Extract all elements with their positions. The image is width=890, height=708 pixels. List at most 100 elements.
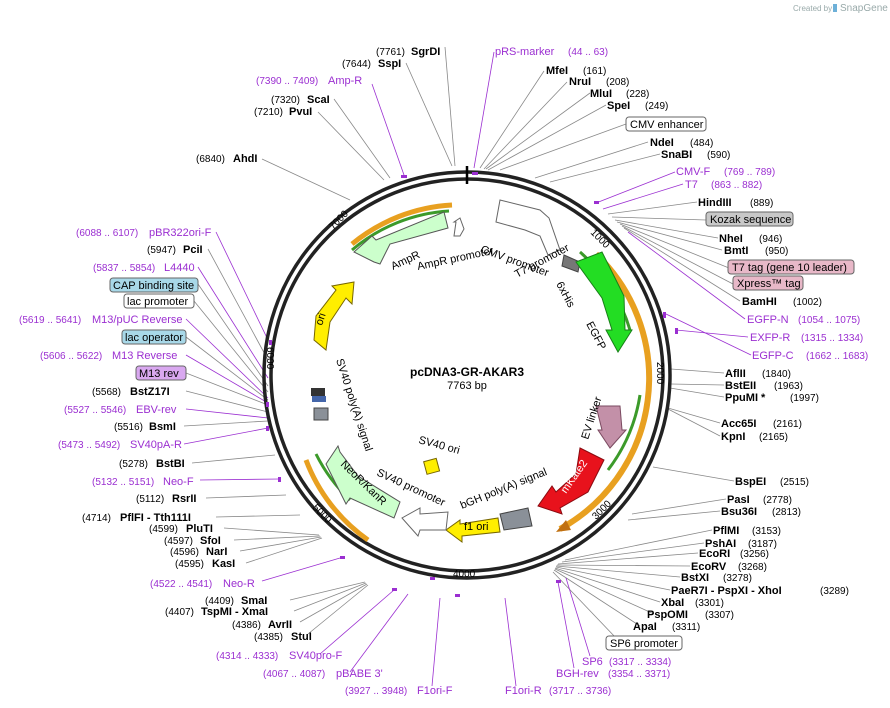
- primer-name: M13/pUC Reverse: [92, 314, 182, 326]
- enzyme-pos: (950): [765, 246, 788, 257]
- bgh-polya-label: bGH poly(A) signal: [459, 466, 549, 512]
- leader-line: [611, 216, 707, 221]
- box: [123, 293, 195, 309]
- primer-marker: [455, 594, 460, 597]
- egfp-label: EGFP: [583, 320, 608, 352]
- leader-line: [623, 227, 741, 302]
- leader-line: [504, 597, 517, 687]
- enzyme-name: SfoI: [200, 535, 221, 547]
- orange-arc-ampr: [350, 202, 453, 246]
- primer-range: (5619 .. 5641): [19, 315, 81, 326]
- snapgene-credit: Created by SnapGene: [793, 3, 888, 14]
- leader-line: [665, 313, 752, 356]
- leader-line: [556, 564, 691, 567]
- enzyme-pos: (208): [606, 77, 629, 88]
- primer-range: (769 .. 789): [724, 167, 775, 178]
- enzyme-name: SspI: [378, 58, 401, 70]
- leader-line: [289, 581, 366, 601]
- primer-range: (5132 .. 5151): [92, 477, 154, 488]
- leader-line: [185, 408, 269, 419]
- box: [625, 116, 707, 132]
- leader-line: [595, 171, 676, 204]
- enzyme-name: EcoRV: [691, 561, 727, 573]
- f1-ori-feature: [445, 517, 501, 543]
- neor-kanr-feature: [325, 444, 401, 519]
- ampr-feature: [353, 211, 449, 265]
- leader-line: [185, 318, 269, 399]
- enzyme-name: ApaI: [633, 621, 657, 633]
- leader-line: [183, 420, 269, 427]
- enzyme-pos: (1002): [793, 297, 822, 308]
- enzyme-pos: (4595): [175, 559, 204, 570]
- enzyme-pos: (4409): [205, 596, 234, 607]
- orange-arc-insert: [558, 251, 653, 532]
- leader-line: [675, 329, 749, 338]
- leader-line: [499, 123, 627, 171]
- leader-line: [197, 283, 269, 387]
- enzyme-name: KpnI: [721, 431, 745, 443]
- enzyme-pos: (2161): [773, 419, 802, 430]
- enzyme-name: SpeI: [607, 100, 630, 112]
- lac-promoter-label: lac promoter: [127, 296, 188, 308]
- cmv-enhancer-label: CMV enhancer: [630, 119, 704, 131]
- primer-name: pBR322ori-F: [149, 227, 212, 239]
- enzyme-pos: (3268): [738, 562, 767, 573]
- primer-name: L4440: [164, 262, 195, 274]
- leader-line: [621, 225, 734, 285]
- f1-ori-label: f1 ori: [464, 521, 488, 533]
- leader-line: [479, 70, 545, 169]
- lac-stripe: [312, 396, 326, 402]
- snapgene-logo-icon: [833, 4, 837, 12]
- enzyme-name: BstEII: [725, 380, 756, 392]
- primer-name: SV40pA-R: [130, 439, 182, 451]
- primer-name: EXFP-R: [750, 332, 790, 344]
- sv40-ori-label: SV40 ori: [417, 434, 461, 457]
- primer-marker: [430, 577, 435, 580]
- sv40-polya-stripe: [311, 388, 325, 396]
- primer-name: F1ori-R: [505, 685, 542, 697]
- leader-line: [215, 231, 269, 341]
- box: [135, 365, 187, 381]
- primer-marker: [266, 426, 269, 431]
- leader-line: [554, 568, 655, 615]
- map-features: [311, 199, 633, 543]
- leader-line: [245, 537, 323, 564]
- leader-line: [239, 536, 322, 552]
- leader-line: [534, 141, 649, 179]
- primer-name: pBABE 3': [336, 668, 383, 680]
- leader-line: [185, 336, 269, 401]
- leader-line: [485, 92, 591, 170]
- leader-line: [193, 300, 269, 393]
- primer-name: M13 Reverse: [112, 350, 177, 362]
- leader-line: [293, 582, 367, 612]
- enzyme-name: NruI: [569, 76, 591, 88]
- primer-name: T7: [685, 179, 698, 191]
- m13-rev-label: M13 rev: [139, 368, 179, 380]
- enzyme-name: PasI: [727, 494, 750, 506]
- primer-name: SV40pro-F: [289, 650, 342, 662]
- enzyme-pos: (484): [690, 138, 713, 149]
- enzyme-name: KasI: [212, 558, 235, 570]
- enzyme-pos: (4386): [232, 620, 261, 631]
- leader-line: [349, 593, 409, 673]
- primer-range: (1662 .. 1683): [806, 351, 868, 362]
- egfp-feature: [575, 251, 633, 353]
- box: [727, 259, 855, 275]
- enzyme-pos: (228): [626, 89, 649, 100]
- enzyme-pos: (5278): [119, 459, 148, 470]
- primer-name: EGFP-N: [747, 314, 789, 326]
- 6xhis-label: 6xHis: [553, 280, 577, 310]
- leader-line: [557, 581, 575, 669]
- enzyme-name: HindIII: [698, 197, 732, 209]
- leader-line: [614, 219, 719, 239]
- leader-line: [299, 583, 368, 623]
- primer-name: Neo-F: [163, 476, 194, 488]
- leader-line: [197, 266, 269, 379]
- leader-line: [487, 104, 607, 171]
- box: [109, 277, 199, 293]
- primer-range: (4067 .. 4087): [263, 669, 325, 680]
- leader-line: [555, 566, 671, 591]
- leader-line: [667, 407, 721, 424]
- tick-label: 4000: [453, 569, 476, 580]
